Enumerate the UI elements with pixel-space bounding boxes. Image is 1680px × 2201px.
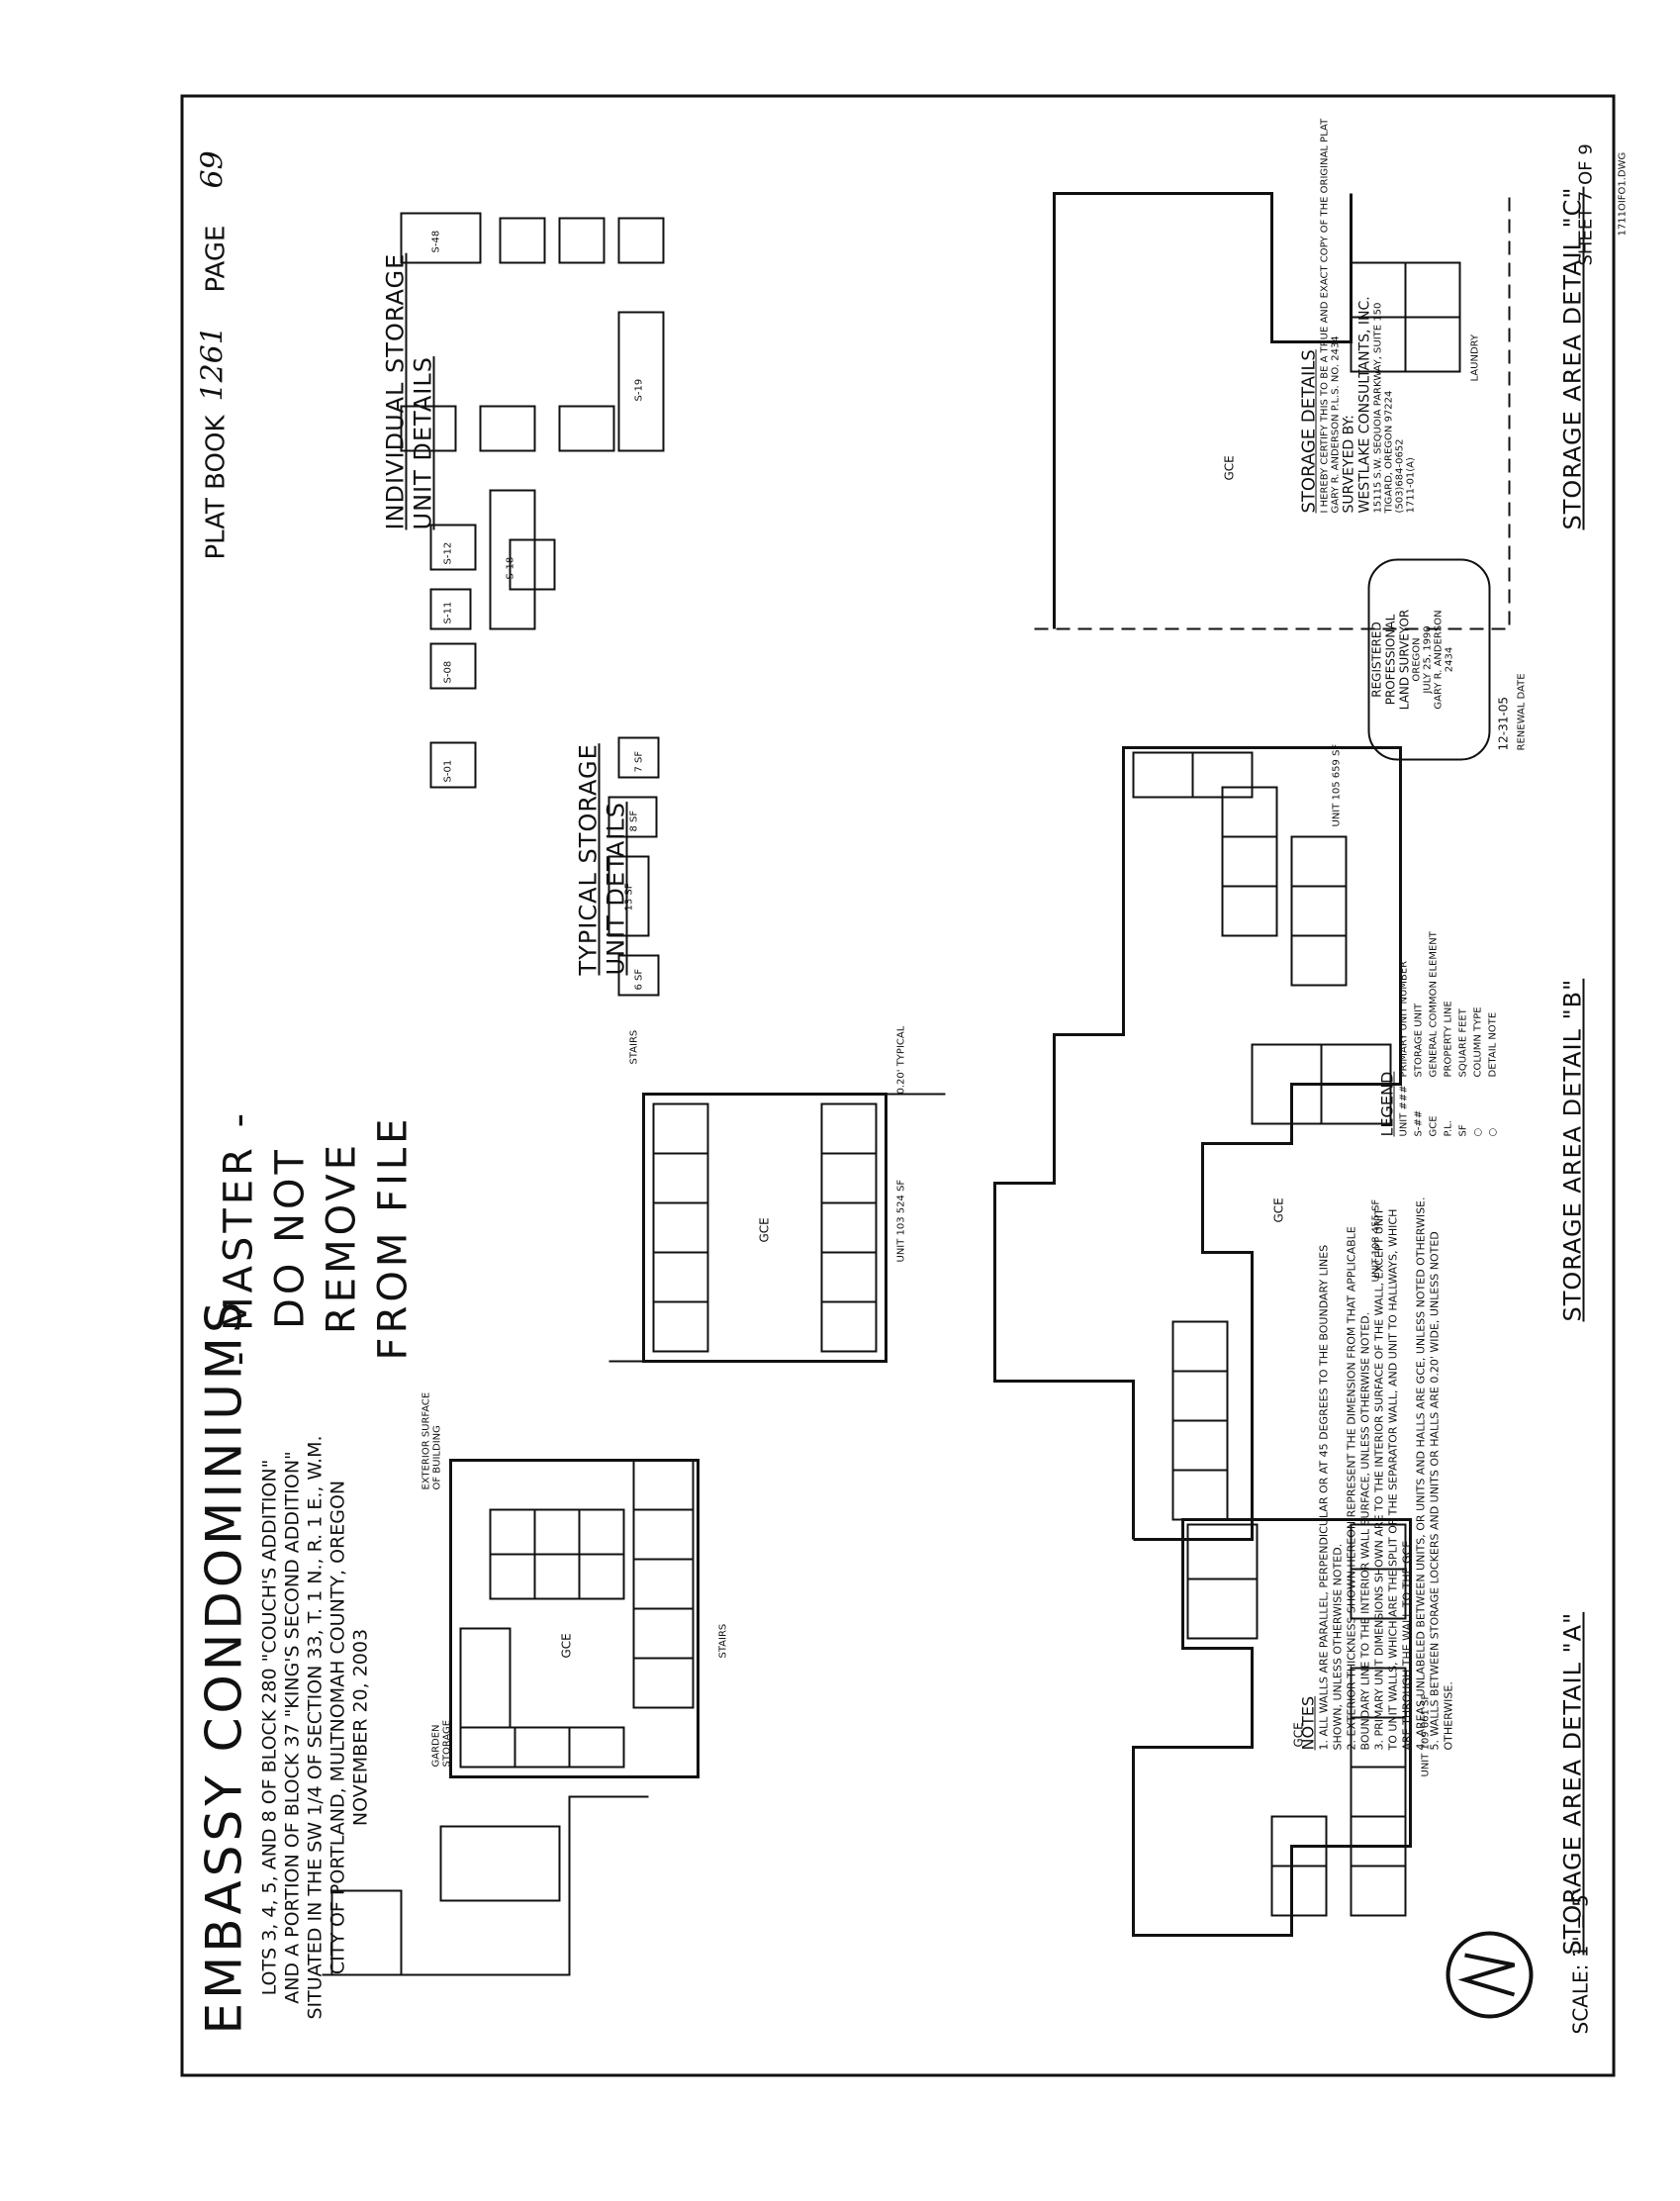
individual-unit-id: S-11	[442, 601, 454, 624]
gce-label: GCE	[757, 1217, 772, 1243]
exterior-surface-label: EXTERIOR SURFACE OF BUILDING	[420, 1391, 443, 1490]
typical-unit-sf: 13 SF	[623, 883, 635, 911]
title-line: UNIT DETAILS	[602, 802, 630, 976]
typical-unit-shapes	[607, 736, 660, 997]
typical-units-title: TYPICAL STORAGE UNIT DETAILS	[575, 743, 630, 975]
plat-sheet: EMBASSY CONDOMINIUMS LOTS 3, 4, 5, AND 8…	[180, 94, 1616, 2077]
title-line: INDIVIDUAL STORAGE	[381, 252, 410, 530]
unit-103-label: UNIT 103 524 SF	[895, 1179, 907, 1263]
gce-label: GCE	[1271, 1197, 1286, 1223]
unit-108-label: UNIT 108 455 SF	[1370, 1198, 1382, 1283]
unit-105-label: UNIT 105 659 SF	[1331, 743, 1343, 827]
gce-label: GCE	[559, 1633, 574, 1659]
area-detail-c-title: STORAGE AREA DETAIL "C"	[1558, 186, 1587, 530]
individual-unit-id: S-08	[442, 660, 454, 684]
stairs-label: STAIRS	[628, 1029, 640, 1065]
unit-109-label: UNIT 109 661 SF	[1420, 1693, 1432, 1777]
plat-sheet-container: EMBASSY CONDOMINIUMS LOTS 3, 4, 5, AND 8…	[180, 94, 1616, 2077]
individual-units-title: INDIVIDUAL STORAGE UNIT DETAILS	[382, 253, 437, 530]
scale-label: SCALE: 1" = 5'	[1568, 1888, 1593, 2035]
gce-label: GCE	[1222, 455, 1237, 481]
file-name: 1711OIFO1.DWG	[1617, 151, 1629, 237]
plan-unit-103	[608, 1093, 946, 1363]
area-detail-b-title: STORAGE AREA DETAIL "B"	[1558, 978, 1587, 1322]
typical-unit-sf: 8 SF	[628, 810, 640, 832]
plan-detail-left-upper	[322, 1459, 700, 1976]
individual-unit-id: S-18	[505, 556, 516, 580]
laundry-label: LAUNDRY	[1469, 334, 1481, 382]
plan-detail-b	[993, 746, 1402, 1541]
typical-dimension-label: 0.20' TYPICAL	[895, 1025, 907, 1095]
garden-storage-label: GARDEN STORAGE	[430, 1719, 453, 1768]
north-arrow-shape	[1446, 1931, 1534, 2019]
storage-drawings	[322, 192, 1534, 2019]
gce-label: GCE	[1291, 1722, 1306, 1748]
typical-unit-sf: 6 SF	[633, 968, 645, 991]
title-line: UNIT DETAILS	[409, 356, 437, 530]
plan-detail-a	[1132, 1518, 1412, 1937]
plan-detail-c	[1034, 192, 1511, 630]
individual-unit-id: S-19	[633, 378, 645, 402]
stairs-label: STAIRS	[717, 1623, 729, 1659]
individual-unit-shapes	[400, 212, 665, 789]
individual-unit-id: S-12	[442, 541, 454, 565]
individual-unit-id: S-48	[430, 230, 442, 253]
typical-unit-sf: 7 SF	[633, 750, 645, 773]
title-line: TYPICAL STORAGE	[574, 743, 603, 976]
individual-unit-id: S-01	[442, 759, 454, 783]
